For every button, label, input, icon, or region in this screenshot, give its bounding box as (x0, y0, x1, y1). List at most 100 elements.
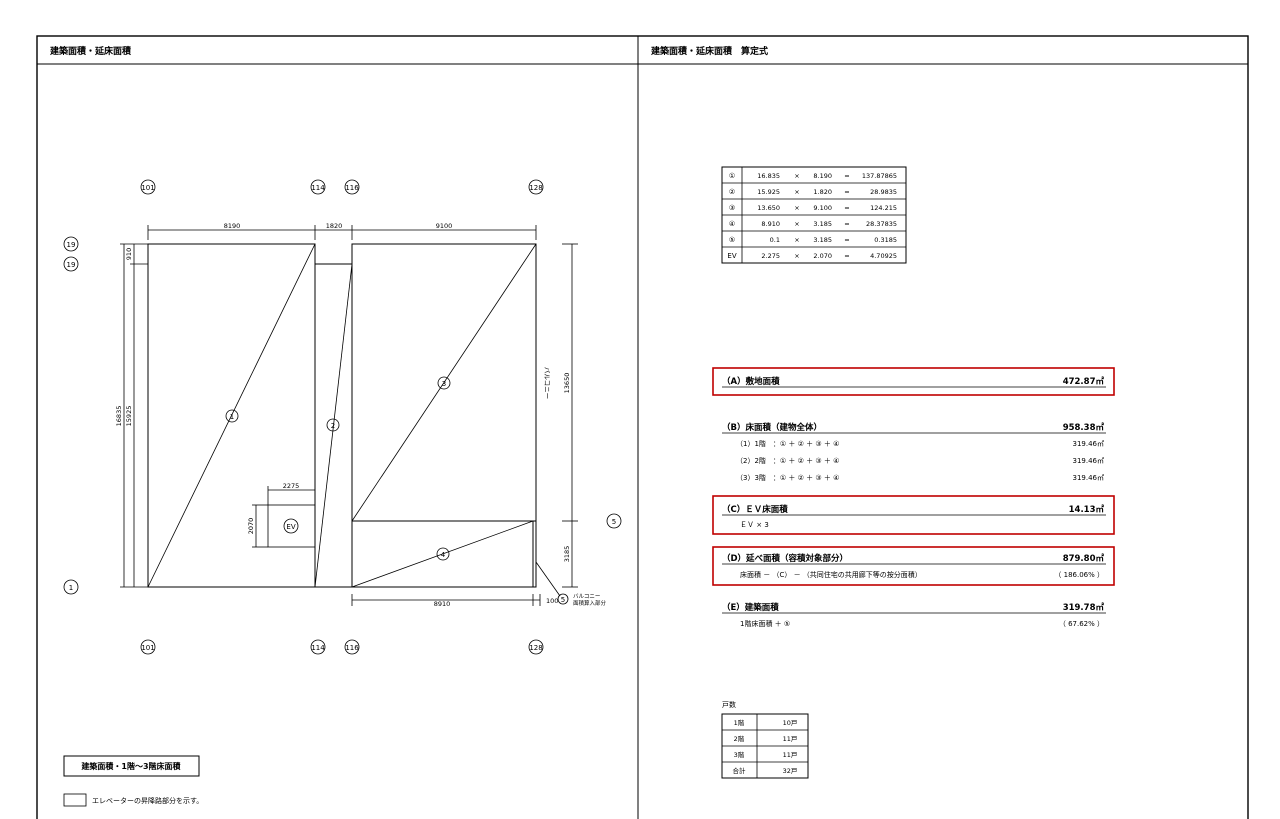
grid-bubble-right-5: 5 (606, 513, 622, 529)
highlight-A (712, 367, 1115, 396)
svg-text:116: 116 (345, 184, 359, 192)
units-row-floor: 3階 (734, 750, 745, 759)
calc-row-a: 2.275 (761, 252, 780, 260)
units-row-count: 32戸 (783, 767, 798, 775)
ev-dim-w: 2275 (283, 482, 300, 490)
svg-text:101: 101 (141, 184, 154, 192)
grid-bubble-left-1: 1 (63, 579, 79, 595)
calc-row-eq: = (844, 236, 849, 244)
region-label-2: 2 (326, 418, 340, 432)
grid-bubble-top-128: 128 (528, 179, 544, 195)
D-formula: 床面積 － （C） － （共同住宅の共用廊下等の按分面積） (740, 570, 922, 579)
svg-text:5: 5 (612, 518, 616, 526)
region-label-4: 4 (436, 547, 450, 561)
calc-row-a: 8.910 (761, 220, 780, 228)
grid-bubble-bottom-101: 101 (140, 639, 156, 655)
E-value: 319.78㎡ (1063, 602, 1105, 613)
dim-910: 910 (125, 248, 133, 260)
svg-text:4: 4 (441, 551, 446, 559)
legend-text: エレベーターの昇降路部分を示す。 (92, 796, 203, 805)
svg-text:114: 114 (311, 184, 325, 192)
grid-bubble-bottom-128: 128 (528, 639, 544, 655)
calc-row-eq: = (844, 220, 849, 228)
diagonal-4 (351, 520, 534, 588)
dim-9100: 9100 (436, 222, 453, 230)
block-5-outline (532, 520, 537, 588)
svg-text:1: 1 (69, 584, 73, 592)
calc-row-eq: = (844, 204, 849, 212)
units-row-floor: 1階 (734, 718, 745, 727)
svg-text:114: 114 (311, 644, 325, 652)
calc-row-eq: = (844, 172, 849, 180)
calc-row-result: 4.70925 (870, 252, 897, 260)
floor-plan: 101 114 116 128 101 114 116 128 19 19 1 … (63, 179, 622, 655)
units-row-count: 11戸 (783, 735, 798, 743)
region-label-5: 5 (557, 593, 569, 605)
units-row-count: 11戸 (783, 751, 798, 759)
B-row-3-value: 319.46㎡ (1073, 474, 1105, 482)
calc-row-result: 137.87865 (862, 172, 897, 180)
E-ratio: （ 67.62% ） (1059, 620, 1104, 628)
calc-row-b: 9.100 (813, 204, 832, 212)
highlight-C (712, 495, 1115, 535)
D-label: （D）延べ面積（容積対象部分） (722, 553, 848, 564)
grid-bubble-top-101: 101 (140, 179, 156, 195)
calc-row-b: 2.070 (813, 252, 832, 260)
grid-bubble-top-114: 114 (310, 179, 326, 195)
calc-row-op: × (794, 252, 799, 260)
bottom-dimensions: 8910 100 (351, 594, 558, 608)
B-row-2-value: 319.46㎡ (1073, 457, 1105, 465)
units-table (721, 713, 809, 779)
units-row-floor: 2階 (734, 734, 745, 743)
D-ratio: （ 186.06% ） (1054, 571, 1104, 579)
E-formula: 1階床面積 ＋ ⑤ (740, 619, 790, 628)
A-label: （A）敷地面積 (722, 376, 780, 387)
calc-row-result: 124.215 (870, 204, 897, 212)
right-panel-title: 建築面積・延床面積 算定式 (651, 45, 768, 57)
calc-table (721, 166, 907, 264)
svg-text:116: 116 (345, 644, 359, 652)
dim-3185: 3185 (563, 546, 571, 563)
ev-label: EV (286, 523, 295, 531)
svg-text:128: 128 (529, 644, 542, 652)
legend-hatch-swatch (63, 793, 87, 807)
calc-row-id: ② (729, 188, 735, 196)
diagonal-3 (351, 243, 537, 522)
calc-row-b: 1.820 (813, 188, 832, 196)
calc-row-eq: = (844, 188, 849, 196)
dim-13650: 13650 (563, 373, 571, 394)
left-dimensions: 910 16835 15925 (115, 243, 148, 588)
diagonal-1 (147, 243, 316, 588)
calc-row-id: ③ (729, 204, 735, 212)
B-row-2-label: （2）2階 ：① ＋ ② ＋ ③ ＋ ④ (736, 456, 839, 465)
calc-row-result: 0.3185 (874, 236, 897, 244)
svg-text:19: 19 (67, 261, 76, 269)
units-row-count: 10戸 (783, 719, 798, 727)
dim-8190: 8190 (224, 222, 241, 230)
dim-15925: 15925 (125, 406, 133, 427)
svg-text:19: 19 (67, 241, 76, 249)
A-value: 472.87㎡ (1063, 376, 1105, 387)
region-label-1: 1 (225, 409, 239, 423)
calc-row-b: 3.185 (813, 220, 832, 228)
calc-row-eq: = (844, 252, 849, 260)
calc-row-a: 16.835 (757, 172, 780, 180)
balcony-note-1: バルコニー (573, 593, 600, 600)
region-label-3: 3 (437, 376, 451, 390)
calc-row-a: 13.650 (757, 204, 780, 212)
sheet-border (36, 35, 1249, 819)
caption-text: 建築面積・1階〜3階床面積 (80, 761, 181, 771)
B-row-3-label: （3）3階 ：① ＋ ② ＋ ③ ＋ ④ (736, 473, 839, 482)
B-row-1-value: 319.46㎡ (1073, 440, 1105, 448)
dim-8910: 8910 (434, 600, 451, 608)
svg-text:1: 1 (230, 413, 234, 421)
highlight-D (712, 546, 1115, 586)
calc-row-id: ④ (729, 220, 735, 228)
caption-box (63, 755, 200, 777)
calc-row-op: × (794, 204, 799, 212)
left-panel-title: 建築面積・延床面積 (50, 45, 132, 57)
svg-text:128: 128 (529, 184, 542, 192)
